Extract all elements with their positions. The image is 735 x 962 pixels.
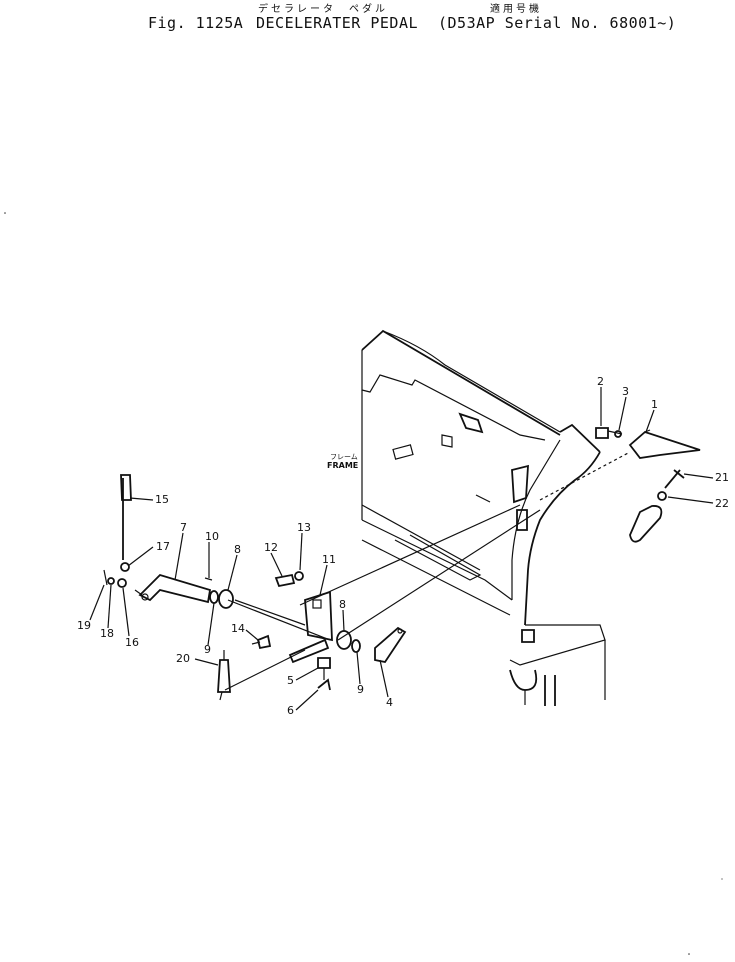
part-label-15: 15 [155, 493, 169, 506]
frame-label-jp: フレーム [330, 453, 358, 461]
assembly-lines [224, 451, 631, 691]
bolt-2 [595, 427, 623, 439]
part-label-19: 19 [77, 619, 91, 632]
part-label-3: 3 [622, 385, 629, 398]
bolt-12 [274, 571, 304, 588]
part-label-5: 5 [287, 674, 294, 687]
scan-speck [688, 953, 690, 955]
part-label-20: 20 [176, 652, 190, 665]
diagram-title: DECELERATER PEDAL [256, 14, 419, 32]
scan-speck [4, 212, 6, 214]
scan-speck [721, 878, 723, 880]
part-label-4: 4 [386, 696, 393, 709]
part-label-21: 21 [715, 471, 729, 484]
part-label-1: 1 [651, 398, 658, 411]
part-label-11: 11 [322, 553, 336, 566]
spring-20 [217, 650, 231, 701]
serial-range: (D53AP Serial No. 68001~) [438, 14, 677, 32]
part-label-2: 2 [597, 375, 604, 388]
part-label-14: 14 [231, 622, 245, 635]
part-label-18: 18 [100, 627, 114, 640]
bolt-5 [317, 657, 331, 691]
part-label-8-left: 8 [234, 543, 241, 556]
bolt-14 [251, 634, 272, 650]
part-callouts: 1 2 3 4 5 6 7 8 8 9 9 10 11 12 13 14 15 … [77, 375, 729, 717]
part-label-9-right: 9 [357, 683, 364, 696]
part-label-6: 6 [287, 704, 294, 717]
link-4 [374, 626, 407, 664]
part-label-10: 10 [205, 530, 219, 543]
part-label-22: 22 [715, 497, 729, 510]
title-japanese: デセラレータ ペダル [258, 4, 388, 15]
pedal-part [628, 429, 701, 459]
part-label-8-right: 8 [339, 598, 346, 611]
bolt-21 [657, 469, 685, 501]
part-label-17: 17 [156, 540, 170, 553]
bracket-11 [288, 590, 333, 664]
part-label-12: 12 [264, 541, 278, 554]
frame-body [361, 329, 606, 706]
part-label-7: 7 [180, 521, 187, 534]
part-label-13: 13 [297, 521, 311, 534]
rubber-cover [629, 505, 663, 543]
part-label-16: 16 [125, 636, 139, 649]
figure-number: Fig. 1125A [148, 14, 244, 32]
applicability-japanese: 適用号機 [490, 4, 542, 15]
frame-label-en: FRAME [327, 461, 358, 470]
bushing-8-right [336, 630, 361, 653]
part-label-9-left: 9 [204, 643, 211, 656]
rod-15 [103, 474, 132, 588]
lever-7 [134, 573, 213, 604]
